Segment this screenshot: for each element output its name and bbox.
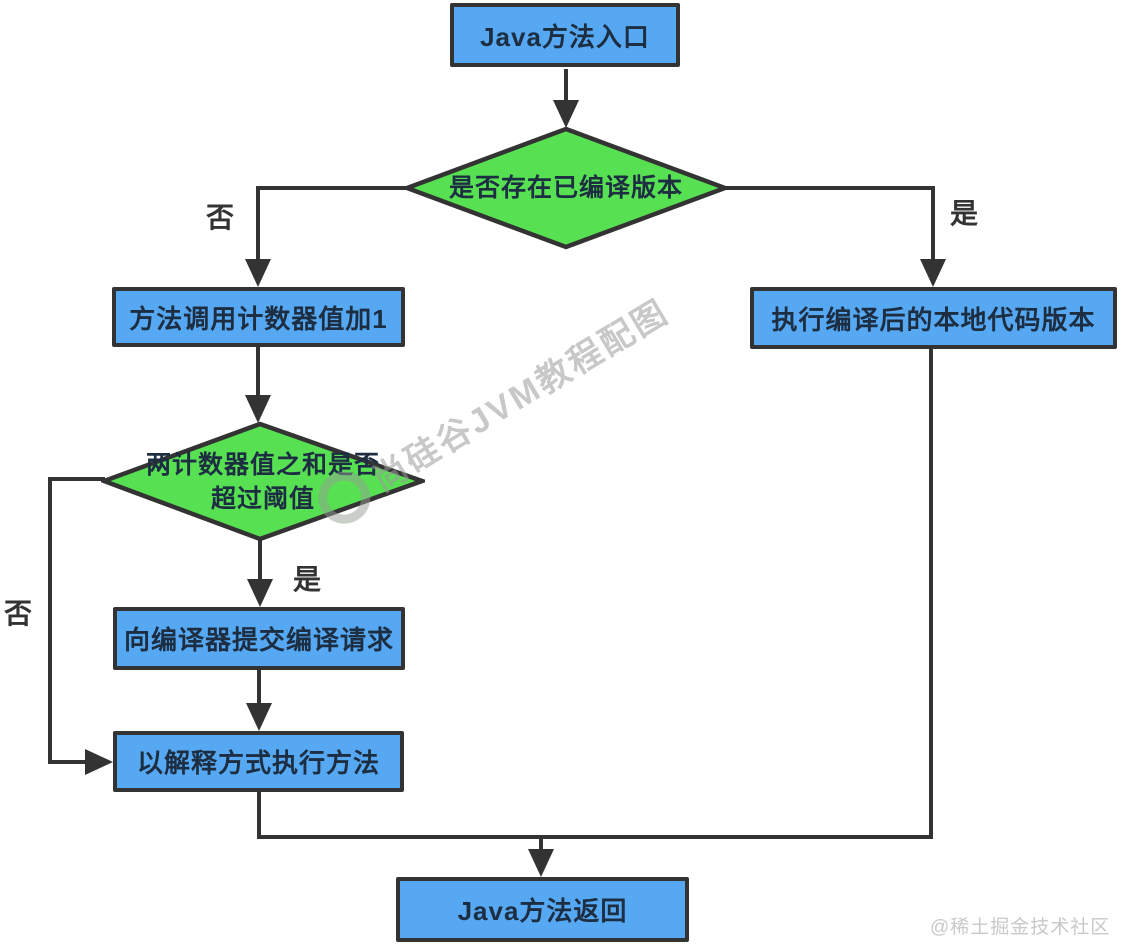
edge-label-threshold-no: 否 — [4, 598, 33, 629]
edge-threshold-no-top — [50, 477, 105, 481]
edge-check-no-horizontal — [258, 186, 408, 190]
node-java-method-entry: Java方法入口 — [450, 3, 680, 67]
edge-interpret-down — [257, 792, 261, 839]
arrowhead-threshold-yes — [247, 579, 273, 607]
arrowhead-join-to-return — [528, 849, 554, 877]
edge-join-horizontal — [257, 835, 933, 839]
arrowhead-entry-to-check — [553, 100, 579, 128]
edge-check-no-vertical — [256, 186, 260, 262]
edge-threshold-no-bottom — [50, 760, 88, 764]
node-java-method-return: Java方法返回 — [396, 877, 689, 942]
edge-entry-to-check — [564, 69, 568, 105]
edge-counter-to-threshold — [256, 347, 260, 397]
arrowhead-counter-to-threshold — [245, 395, 271, 423]
edge-native-down — [929, 349, 933, 839]
edge-join-to-return — [539, 837, 543, 853]
arrowhead-submit-to-interpret — [246, 703, 272, 731]
edge-check-yes-vertical — [931, 186, 935, 262]
edge-threshold-yes — [258, 540, 262, 582]
node-counter-increment: 方法调用计数器值加1 — [112, 287, 405, 347]
node-decision-threshold: 两计数器值之和是否 超过阈值 — [101, 421, 425, 542]
edge-label-threshold-yes: 是 — [293, 564, 322, 595]
node-submit-compile-request: 向编译器提交编译请求 — [113, 607, 405, 670]
arrowhead-check-no — [245, 259, 271, 287]
edge-threshold-no-vertical — [48, 477, 52, 764]
diamond-shape — [101, 421, 425, 542]
edge-label-check-no: 否 — [206, 202, 235, 233]
node-interpret-execute: 以解释方式执行方法 — [113, 731, 404, 792]
edge-label-check-yes: 是 — [950, 198, 979, 229]
arrowhead-check-yes — [920, 259, 946, 287]
edge-submit-to-interpret — [257, 670, 261, 706]
credit-text: @稀土掘金技术社区 — [930, 917, 1111, 938]
edge-check-yes-horizontal — [724, 186, 933, 190]
arrowhead-threshold-no — [85, 749, 113, 775]
diamond-shape — [404, 126, 728, 250]
node-decision-compiled-exists: 是否存在已编译版本 — [404, 126, 728, 250]
node-exec-native-code: 执行编译后的本地代码版本 — [750, 287, 1117, 349]
